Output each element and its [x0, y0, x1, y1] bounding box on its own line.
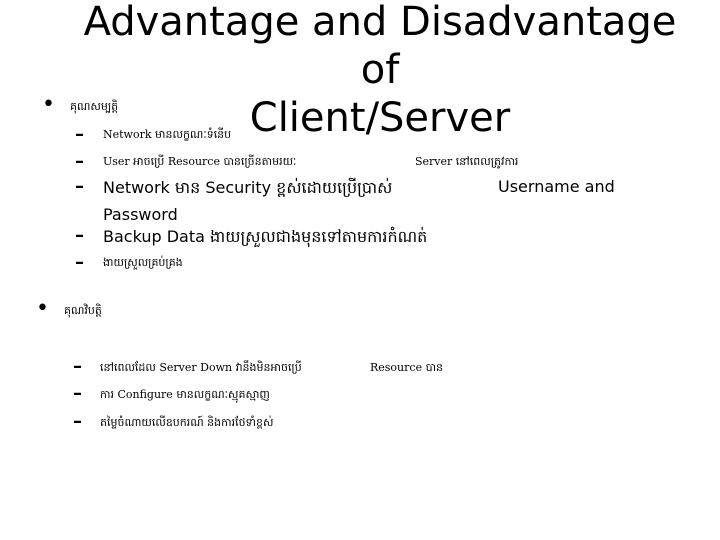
dash-icon: – — [75, 151, 84, 172]
dash-icon: – — [73, 356, 82, 377]
dash-icon: – — [73, 411, 82, 432]
dash-icon: – — [75, 124, 84, 145]
advantage-item-tail: Username and — [498, 177, 615, 196]
advantage-item: Backup Data ងាយស្រួលជាងមុនទៅតាមការកំណត់ — [103, 227, 428, 246]
disadvantage-item: ការ Configure មានលក្ខណៈស្មុគស្មាញ — [100, 388, 270, 401]
bullet-icon: • — [36, 296, 49, 321]
bullet-icon: • — [42, 92, 55, 117]
advantage-item: User អាចប្រើ Resource បានច្រើនតាមរយៈ — [103, 155, 297, 168]
dash-icon: – — [75, 252, 84, 273]
dash-icon: – — [75, 176, 84, 197]
disadvantage-item-tail: Resource បាន — [370, 361, 444, 374]
title-line-2: Client/Server — [249, 95, 511, 141]
disadvantages-heading: គុណវិបត្តិ — [64, 304, 102, 317]
dash-icon: – — [75, 225, 84, 246]
advantage-item: Network មានលក្ខណៈទំនើប — [103, 128, 232, 141]
slide-title: Advantage and Disadvantage of Client/Ser… — [60, 0, 700, 142]
advantage-item: ងាយស្រួលគ្រប់គ្រង — [103, 256, 183, 269]
advantages-heading: គុណសម្បត្តិ — [70, 100, 119, 113]
advantage-item-cont: Password — [103, 205, 178, 224]
disadvantage-item: នៅពេលដែល Server Down វានឹងមិនអាចប្រើ — [100, 361, 302, 374]
disadvantage-item: តម្លៃចំណាយលើឧបករណ៍ និងការថែទាំខ្ពស់ — [100, 416, 274, 429]
advantage-item: Network មាន Security ខ្ពស់ដោយប្រើប្រាស់ — [103, 178, 393, 197]
title-line-1: Advantage and Disadvantage of — [83, 0, 677, 93]
advantage-item-tail: Server នៅពេលត្រូវការ — [415, 155, 519, 168]
dash-icon: – — [73, 383, 82, 404]
